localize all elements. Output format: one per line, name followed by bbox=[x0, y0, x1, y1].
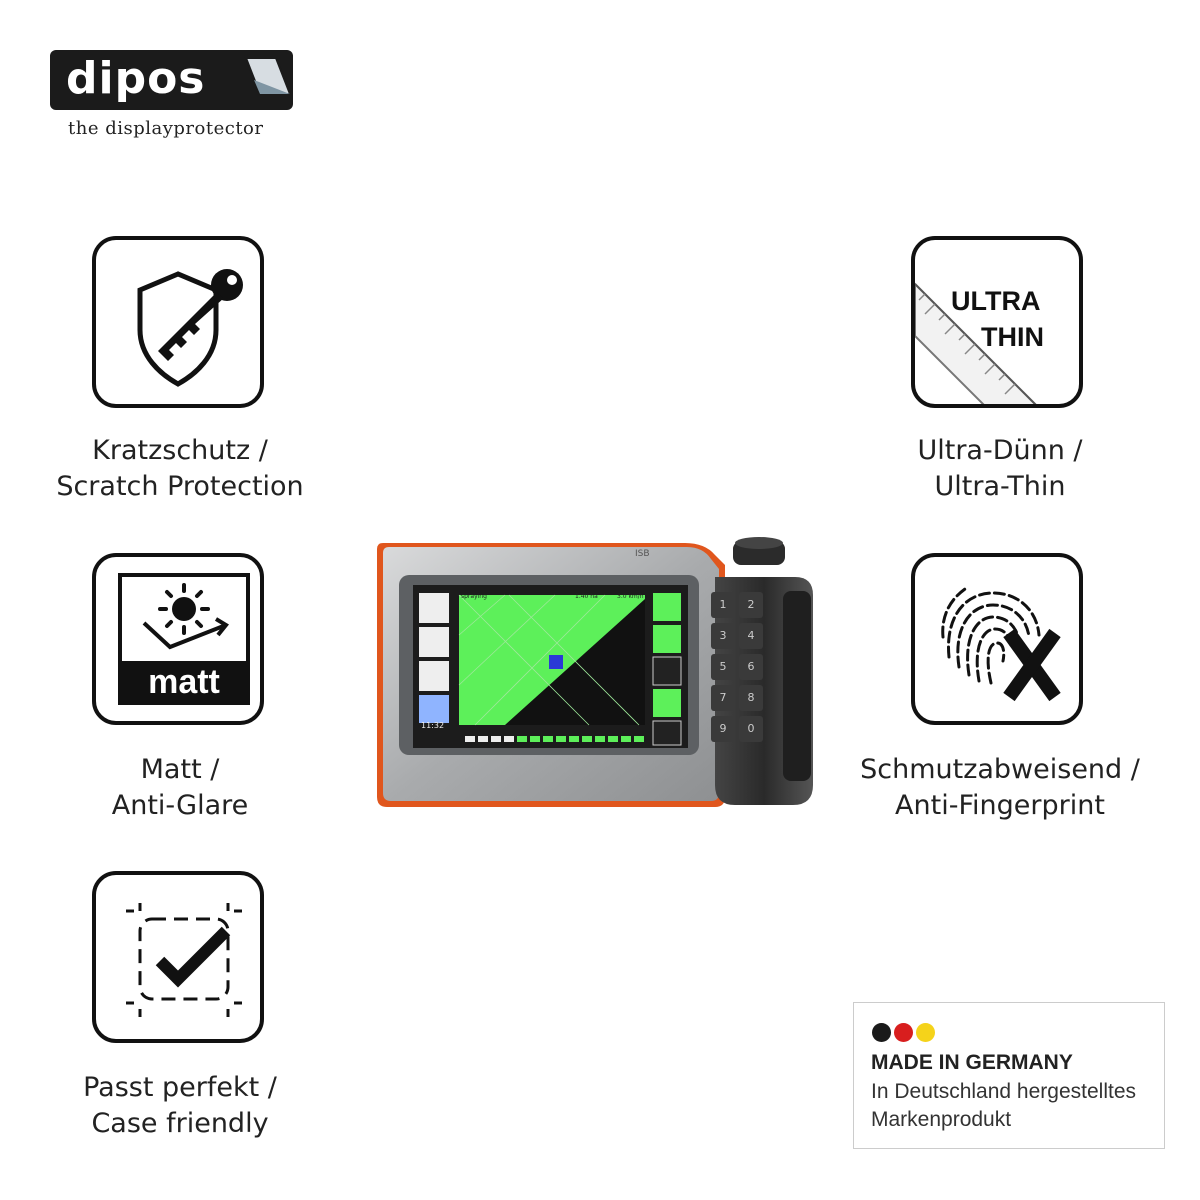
key-button[interactable]: 6 bbox=[739, 654, 763, 680]
key-button[interactable]: 7 bbox=[711, 685, 735, 711]
key-button[interactable]: 1 bbox=[711, 592, 735, 618]
ultra-label: ULTRA bbox=[951, 286, 1041, 316]
caption-line: Scratch Protection bbox=[56, 471, 304, 502]
thin-label: THIN bbox=[981, 322, 1044, 352]
shield-key-icon bbox=[137, 269, 243, 387]
key-button[interactable]: 5 bbox=[711, 654, 735, 680]
caption-line: Ultra-Thin bbox=[934, 471, 1066, 502]
screen-status-right: 3.0 km/h bbox=[617, 593, 644, 600]
fingerprint-x-icon bbox=[941, 587, 1061, 702]
key-button[interactable]: 3 bbox=[711, 623, 735, 649]
caption-case-friendly: Passt perfekt / Case friendly bbox=[0, 1070, 360, 1142]
made-in-germany-badge: MADE IN GERMANY In Deutschland hergestel… bbox=[853, 1002, 1165, 1149]
screen-time: 11:32 bbox=[421, 721, 445, 730]
caption-line: Matt / bbox=[140, 754, 220, 785]
checkmark-frame-icon bbox=[126, 903, 242, 1017]
flag-dot-gold bbox=[916, 1023, 935, 1042]
ruler-icon bbox=[915, 282, 1037, 404]
flag-dot-red bbox=[894, 1023, 913, 1042]
terminal-device-icon bbox=[377, 537, 813, 807]
caption-line: Anti-Glare bbox=[111, 790, 249, 821]
matt-sun-icon bbox=[118, 573, 250, 705]
logo-badge bbox=[50, 50, 293, 110]
brand-tagline: the displayprotector bbox=[68, 118, 264, 139]
device-keypad: 1 2 3 4 5 6 7 8 9 0 bbox=[711, 592, 771, 752]
key-button[interactable]: 4 bbox=[739, 623, 763, 649]
screen-status-mid: 1.40 ha bbox=[575, 593, 598, 600]
matt-icon: matt bbox=[92, 553, 264, 725]
anti-fingerprint-icon bbox=[911, 553, 1083, 725]
caption-anti-fingerprint: Schmutzabweisend / Anti-Fingerprint bbox=[820, 752, 1180, 824]
screen-status-left: spraying bbox=[461, 593, 487, 600]
brand-logo: dipos bbox=[50, 50, 293, 110]
terminal-device: spraying 1.40 ha 3.0 km/h 11:32 ISB bbox=[375, 535, 820, 810]
key-button[interactable]: 2 bbox=[739, 592, 763, 618]
scratch-protection-icon bbox=[92, 236, 264, 408]
caption-line: Kratzschutz / bbox=[92, 435, 268, 466]
badge-title: MADE IN GERMANY bbox=[871, 1051, 1073, 1074]
brand-name: dipos bbox=[66, 53, 206, 104]
key-button[interactable]: 0 bbox=[739, 716, 763, 742]
caption-ultra-thin: Ultra-Dünn / Ultra-Thin bbox=[820, 433, 1180, 505]
matt-label: matt bbox=[148, 663, 220, 701]
caption-line: Ultra-Dünn / bbox=[917, 435, 1083, 466]
caption-line: Anti-Fingerprint bbox=[895, 790, 1105, 821]
caption-scratch: Kratzschutz / Scratch Protection bbox=[0, 433, 360, 505]
key-button[interactable]: 9 bbox=[711, 716, 735, 742]
device-label: ISB bbox=[635, 549, 650, 559]
case-friendly-icon bbox=[92, 871, 264, 1043]
caption-matt: Matt / Anti-Glare bbox=[0, 752, 360, 824]
key-button[interactable]: 8 bbox=[739, 685, 763, 711]
badge-line: Markenprodukt bbox=[871, 1108, 1012, 1131]
caption-line: Case friendly bbox=[91, 1108, 269, 1139]
flag-dots bbox=[872, 1023, 938, 1046]
caption-line: Passt perfekt / bbox=[83, 1072, 277, 1103]
flag-dot-black bbox=[872, 1023, 891, 1042]
badge-line: In Deutschland hergestelltes bbox=[871, 1080, 1136, 1103]
caption-line: Schmutzabweisend / bbox=[860, 754, 1140, 785]
ultra-thin-icon: ULTRA THIN bbox=[911, 236, 1083, 408]
